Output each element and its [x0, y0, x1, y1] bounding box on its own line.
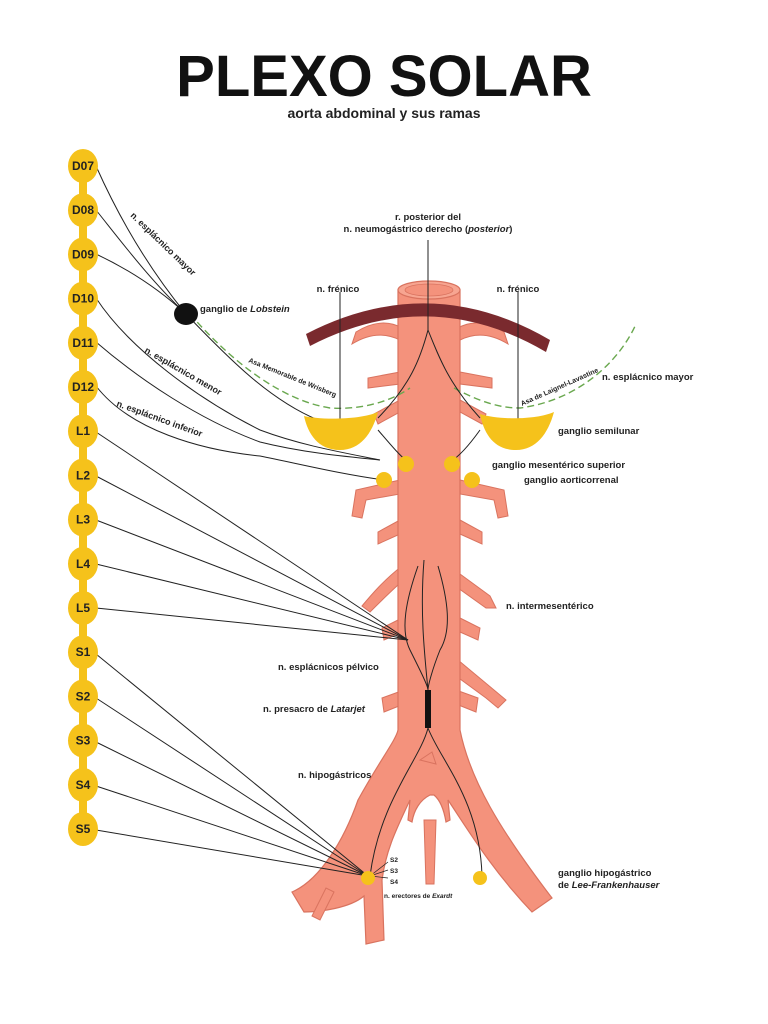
label-frenico-left: n. frénico: [317, 284, 360, 295]
ganglion-aorticorenal-left: [376, 472, 392, 488]
label-frenico-right: n. frénico: [497, 284, 540, 295]
spinal-segment-label: S1: [76, 645, 91, 659]
spinal-segment-node: [68, 546, 98, 581]
spinal-segment-label: D09: [72, 247, 94, 261]
label-esplacnicos-pelvico: n. esplácnicos pélvico: [278, 662, 379, 673]
spinal-segment-label: S2: [76, 689, 91, 703]
spinal-segment-node: [68, 812, 98, 846]
spinal-segment-node: [68, 370, 98, 404]
spinal-segment-node: [68, 679, 98, 714]
label-ganglio-hipogastrico-line1: ganglio hipogástrico: [558, 868, 652, 879]
label-s4: S4: [390, 879, 398, 886]
label-erectores: n. erectores de Exardt: [384, 893, 453, 900]
ganglion-mesenteric-right: [444, 456, 460, 472]
label-r-posterior-line2: n. neumogástrico derecho (posterior): [344, 224, 513, 235]
ganglion-semilunar-right: [480, 412, 554, 450]
label-hipogastricos: n. hipogástricos: [298, 770, 371, 781]
spinal-segment-node: [68, 502, 98, 537]
ganglion-hypogastric-left: [361, 871, 375, 885]
ganglion-aorticorenal-right: [464, 472, 480, 488]
label-ganglio-mesenterico: ganglio mesentérico superior: [492, 460, 625, 471]
spinal-segment-label: D07: [72, 159, 94, 173]
spinal-segment-label: L5: [76, 601, 90, 615]
label-intermesenterico: n. intermesentérico: [506, 601, 594, 612]
spinal-segment-node: [68, 767, 98, 802]
label-esplacnico-mayor-left: n. esplácnico mayor: [129, 210, 199, 278]
label-ganglio-aorticorrenal: ganglio aorticorrenal: [524, 475, 619, 486]
spinal-segment-label: D11: [72, 336, 94, 350]
aorta-and-branches: [291, 280, 553, 945]
spinal-segment-node: [68, 237, 98, 272]
spinal-segment-label: D08: [72, 203, 94, 217]
label-ganglio-lobstein: ganglio de Lobstein: [200, 304, 290, 315]
spinal-segment-label: S3: [76, 734, 91, 748]
ganglion-semilunar-left: [304, 412, 378, 450]
label-asa-laignel: Asa de Laignel-Lavastine: [520, 367, 600, 408]
label-s3: S3: [390, 868, 398, 875]
spinal-segment-label: L3: [76, 513, 90, 527]
asa-wrisberg-loop: [189, 313, 411, 410]
ganglion-mesenteric-left: [398, 456, 414, 472]
spinal-segment-node: [68, 193, 98, 228]
segment-connector: [79, 166, 87, 829]
nerve-lines: [95, 165, 519, 879]
label-r-posterior-line1: r. posterior del: [395, 212, 461, 223]
page-title: PLEXO SOLAR: [176, 44, 592, 109]
label-s2: S2: [390, 857, 398, 864]
spinal-segment-label: L4: [76, 557, 90, 571]
diaphragm-arc: [306, 303, 550, 352]
ganglion-hypogastric-right: [473, 871, 487, 885]
ganglion-lobstein: [174, 303, 198, 325]
spinal-segment-node: [68, 325, 98, 360]
page-subtitle: aorta abdominal y sus ramas: [288, 105, 481, 121]
spinal-segment-label: S4: [76, 778, 91, 792]
spinal-segment-label: D12: [72, 380, 94, 394]
label-asa-wrisberg: Asa Memorable de Wrisberg: [247, 357, 337, 399]
label-ganglio-semilunar: ganglio semilunar: [558, 426, 640, 437]
spinal-segment-node: [68, 458, 98, 493]
spinal-segment-node: [68, 414, 98, 449]
spinal-segment-node: [68, 591, 98, 625]
label-esplacnico-menor: n. esplácnico menor: [143, 345, 224, 397]
label-esplacnico-inferior: n. esplácnico inferior: [115, 398, 204, 439]
spinal-segment-node: [68, 723, 98, 758]
spinal-segment-node: [68, 149, 98, 183]
ganglia: [174, 303, 554, 885]
aorta: [291, 289, 553, 945]
label-presacro: n. presacro de Latarjet: [263, 704, 366, 715]
median-sacral-artery: [423, 819, 437, 885]
spinal-segment-node: [68, 281, 98, 316]
spinal-segment-label: S5: [76, 822, 91, 836]
spinal-segment-label: L2: [76, 468, 90, 482]
asa-laignel-loop: [453, 323, 637, 409]
label-esplacnico-mayor-right: n. esplácnico mayor: [602, 372, 694, 383]
spinal-segment-label: D10: [72, 292, 94, 306]
presacral-nerve: [425, 690, 431, 728]
label-ganglio-hipogastrico-line2: de Lee-Frankenhauser: [558, 880, 661, 891]
spinal-segment-label: L1: [76, 424, 90, 438]
spinal-segment-node: [68, 635, 98, 670]
